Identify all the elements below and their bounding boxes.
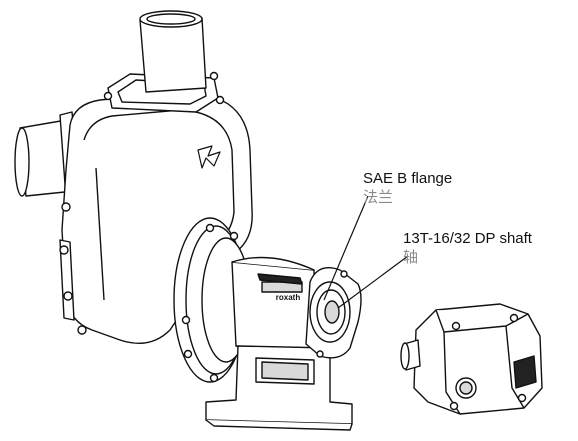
flange-leader-line (323, 195, 369, 301)
shaft-callout-label-cn: 轴 (403, 249, 419, 266)
shaft-leader-line (337, 255, 409, 309)
brand-plate-text: roxath (275, 293, 301, 302)
sae-b-flange (305, 267, 362, 359)
flow-arrow-icon (197, 145, 221, 169)
outlet-pipe (103, 10, 225, 113)
pump-foot (205, 345, 353, 431)
flange-callout-label: SAE B flange (363, 170, 453, 187)
shaft-callout-label: 13T-16/32 DP shaft (403, 230, 532, 247)
flange-callout-label-cn: 法兰 (363, 189, 394, 206)
bearing-housing (231, 256, 317, 356)
hydraulic-gear-pump (400, 303, 543, 415)
